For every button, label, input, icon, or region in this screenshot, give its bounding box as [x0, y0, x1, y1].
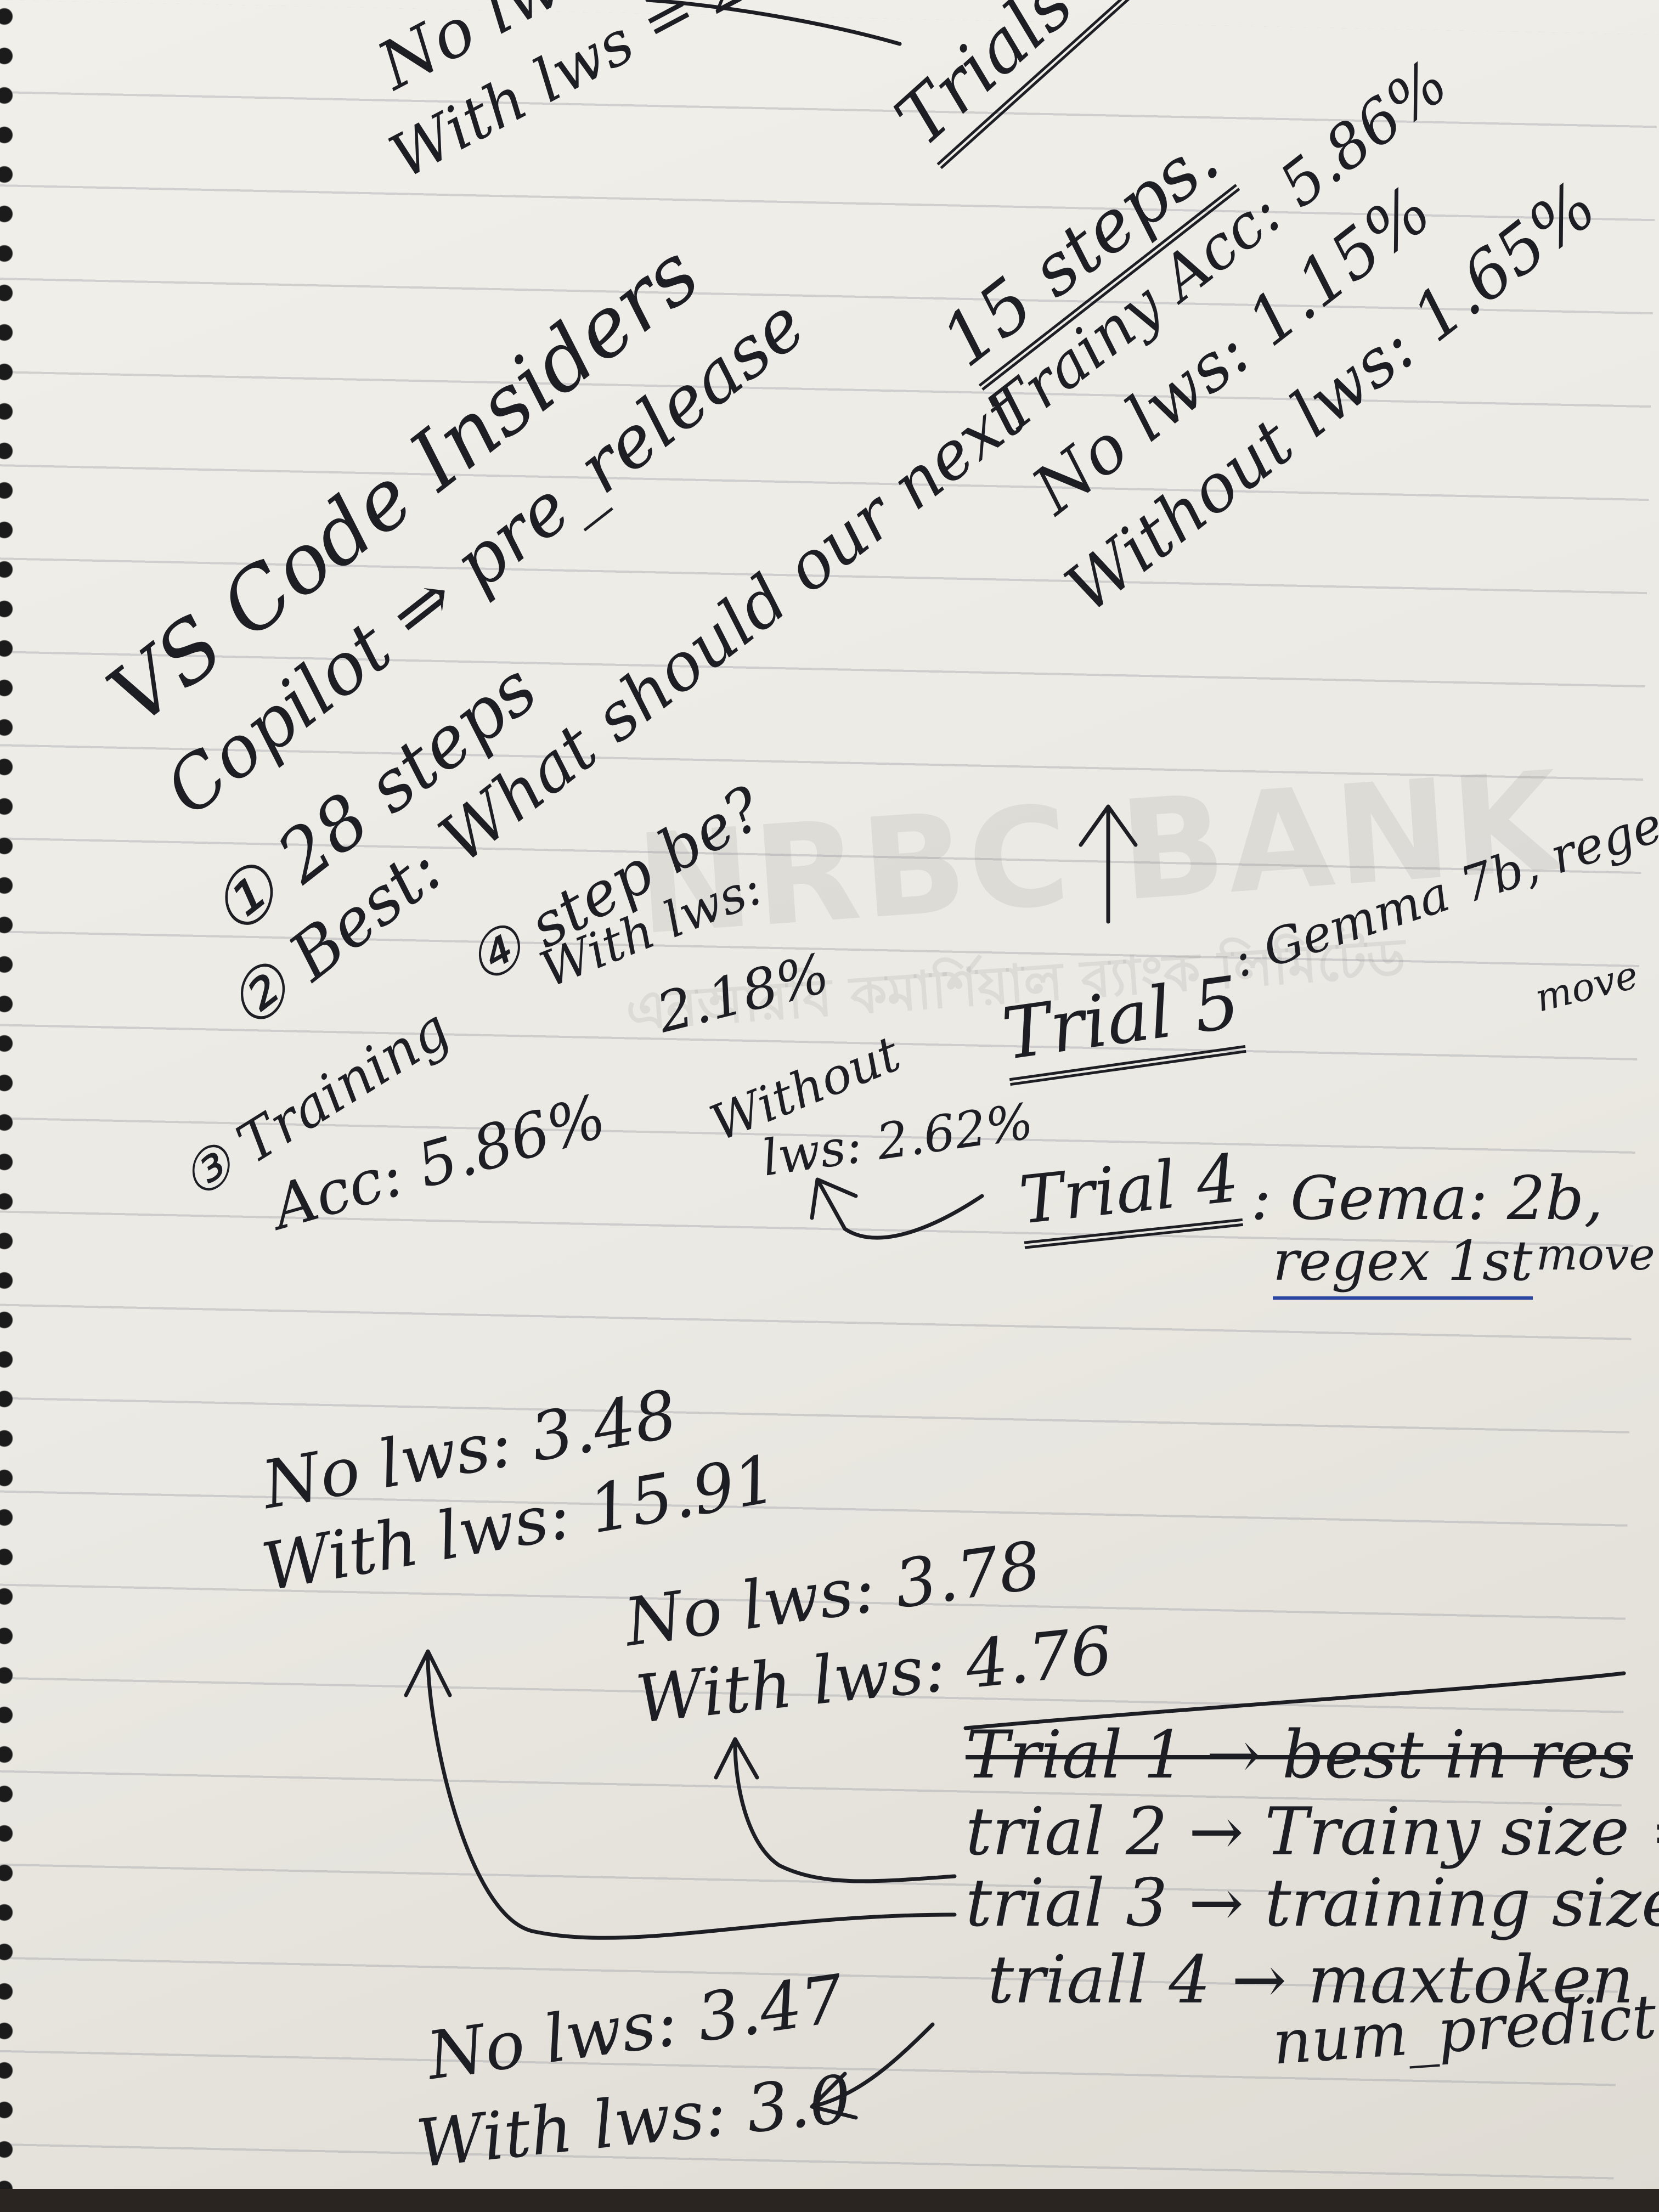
- note-trial-4-move: move: [1536, 1229, 1655, 1280]
- page-bottom-edge: [0, 2189, 1659, 2212]
- note-trial-4b: triall 4 → maxtoken: [988, 1942, 1634, 2018]
- arrow-trial2-to-d: [714, 1737, 957, 1883]
- note-trial-3: trial 3 → training size = 3: [966, 1865, 1659, 1942]
- spiral-binding: [0, 0, 22, 2212]
- arrow-trial5-up: [1079, 804, 1138, 924]
- arrow-trial3-to-c: [404, 1649, 957, 1940]
- arrow-trial4-left: [810, 1177, 984, 1240]
- note-trial-2: trial 2 → Trainy size = 1: [966, 1794, 1659, 1870]
- note-trial-4-regex: regex 1st: [1273, 1229, 1533, 1300]
- arrow-top-left: [645, 0, 902, 46]
- note-trial-4-detail: : Gema: 2b,: [1251, 1163, 1604, 1233]
- curve-trial1-top: [963, 1671, 1626, 1730]
- arrow-trial4-to-e: [810, 2022, 935, 2120]
- note-trial-1-struck: Trial 1 → best in res: [966, 1717, 1633, 1793]
